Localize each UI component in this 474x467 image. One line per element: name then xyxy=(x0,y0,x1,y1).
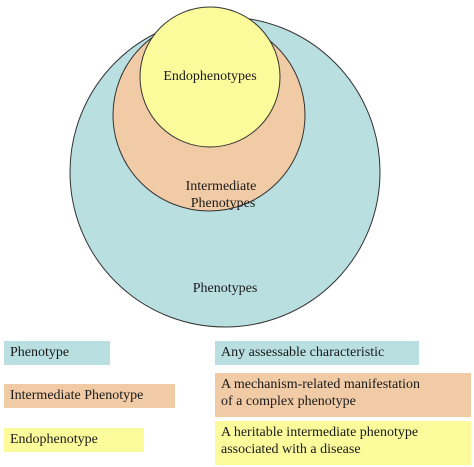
legend-term-intermediate-phenotype: Intermediate Phenotype xyxy=(4,384,175,408)
intermediate-phenotypes-label-line2: Phenotypes xyxy=(191,196,256,211)
endophenotypes-circle xyxy=(139,6,281,148)
phenotypes-label: Phenotypes xyxy=(193,281,258,296)
legend-definition-phenotype: Any assessable characteristic xyxy=(215,341,419,365)
legend-definition-intermediate-phenotype: A mechanism-related manifestation of a c… xyxy=(215,373,471,417)
endophenotypes-label: Endophenotypes xyxy=(163,69,256,84)
legend-definition-endophenotype-line1: A heritable intermediate phenotype xyxy=(221,425,419,440)
legend-definition-intermediate-line2: of a complex phenotype xyxy=(221,394,356,409)
legend-term-phenotype: Phenotype xyxy=(4,341,110,365)
legend-term-endophenotype-text: Endophenotype xyxy=(10,432,98,447)
nested-circles-diagram: Endophenotypes Intermediate Phenotypes P… xyxy=(69,6,381,328)
intermediate-phenotypes-label-line1: Intermediate xyxy=(186,179,257,194)
legend-term-endophenotype: Endophenotype xyxy=(4,428,144,452)
legend-term-phenotype-text: Phenotype xyxy=(10,345,70,360)
legend-definition-endophenotype-line2: associated with a disease xyxy=(221,442,361,457)
legend-definition-endophenotype: A heritable intermediate phenotype assoc… xyxy=(215,421,471,465)
legend-definition-phenotype-text: Any assessable characteristic xyxy=(221,345,385,360)
legend-definition-intermediate-line1: A mechanism-related manifestation xyxy=(221,377,421,392)
legend-term-intermediate-phenotype-text: Intermediate Phenotype xyxy=(10,388,144,403)
